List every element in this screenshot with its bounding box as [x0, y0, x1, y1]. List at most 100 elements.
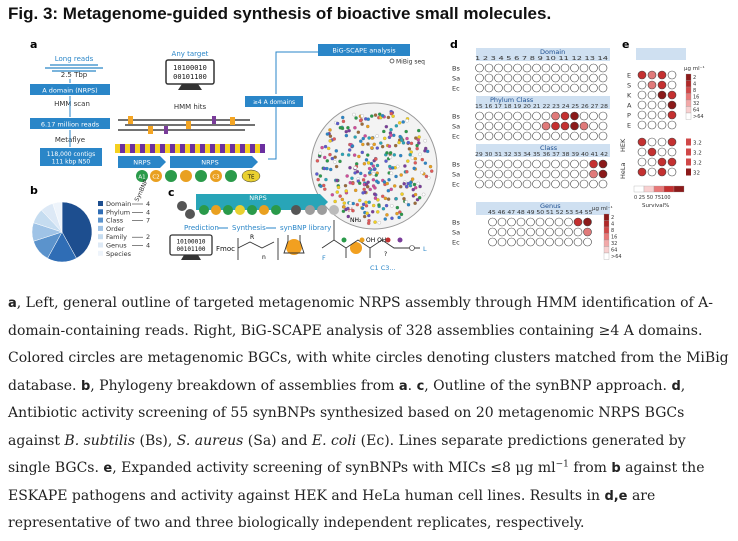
network-node [384, 203, 389, 208]
network-dots [315, 109, 434, 225]
network-node [413, 186, 418, 190]
network-node [360, 206, 365, 210]
network-node [374, 173, 378, 177]
network-node [335, 178, 339, 183]
network-node [374, 157, 378, 161]
binary-c2: 00101100 [177, 246, 206, 253]
network-node [386, 115, 391, 120]
network-node [373, 113, 378, 117]
network-node [328, 139, 332, 143]
survival-label: Survival% [642, 203, 669, 209]
network-node [371, 164, 376, 168]
e-row-label: S [627, 82, 631, 90]
caption-bs-abbr: (Bs), [135, 432, 177, 449]
e-well [667, 120, 677, 130]
activity-well [560, 179, 570, 189]
mibig-text: MiBig seq [396, 59, 425, 66]
activity-well [494, 179, 503, 189]
network-node [375, 163, 380, 168]
cell-swatch [686, 168, 691, 176]
network-node [385, 181, 389, 186]
e-well [657, 70, 667, 80]
activity-well [494, 169, 503, 179]
network-node [362, 214, 367, 219]
network-node [352, 112, 356, 117]
network-node [348, 165, 352, 170]
product-structure [321, 220, 420, 258]
network-node [361, 202, 366, 207]
network-node [341, 209, 346, 214]
network-node [351, 208, 355, 213]
nrps-label-2: NRPS [201, 159, 218, 167]
legend-label: Order [106, 225, 125, 233]
network-node [428, 164, 433, 169]
activity-well [598, 159, 608, 169]
network-node [382, 129, 386, 134]
legend-count: 4 [146, 200, 150, 208]
activity-well [579, 73, 589, 83]
survival-ticks: 0 25 50 75100 [634, 195, 671, 201]
e-header-bg [636, 48, 686, 60]
network-node [384, 124, 389, 129]
caption-sa: S. aureus [176, 432, 244, 449]
scale-label: 4 [611, 222, 614, 228]
network-node [399, 184, 403, 189]
network-node [389, 128, 393, 132]
network-node [342, 201, 347, 205]
network-node [388, 155, 393, 159]
network-node [343, 183, 348, 188]
activity-well [541, 83, 551, 93]
activity-well [475, 73, 484, 83]
e-scale-swatch [685, 99, 692, 107]
network-node [405, 170, 409, 174]
panel-c-label: c [168, 186, 175, 199]
network-node [329, 167, 333, 172]
row-label: Ec [452, 85, 460, 93]
network-node [371, 203, 376, 208]
e-unit: μg ml⁻¹ [684, 65, 705, 72]
network-node [358, 198, 362, 203]
network-node [320, 145, 324, 150]
oh-label: OH OH [366, 237, 386, 244]
network-node [365, 211, 369, 215]
h-label: H [348, 206, 353, 214]
e-well [647, 100, 657, 110]
network-node [358, 118, 363, 123]
network-node [387, 178, 391, 182]
caption-d-text: , Antibiotic activity screening of 55 sy… [8, 377, 686, 449]
block-header: Class [540, 144, 558, 152]
activity-well [579, 131, 589, 141]
cell-well [667, 137, 677, 147]
network-node [330, 193, 335, 197]
network-node [361, 191, 365, 195]
library-flask-icon [283, 235, 305, 254]
e-scale-label: 4 [693, 82, 696, 88]
activity-well [598, 111, 608, 121]
legend-swatch [98, 225, 103, 231]
e-well [647, 90, 657, 100]
e-row-label: P [627, 112, 631, 120]
activity-well [503, 111, 513, 121]
any-target-text: Any target [172, 50, 209, 58]
e-well [657, 120, 667, 130]
survival-swatch [673, 185, 685, 193]
phylogeny-pie [31, 201, 93, 263]
network-node [389, 133, 393, 137]
activity-well [494, 159, 503, 169]
network-node [381, 207, 386, 211]
cell-well [657, 157, 667, 167]
activity-well [522, 111, 532, 121]
network-node [359, 139, 363, 143]
network-node [315, 159, 320, 163]
network-node [340, 152, 345, 157]
e-well [667, 100, 677, 110]
network-node [417, 128, 421, 133]
pie-slice [61, 201, 93, 259]
activity-well [551, 73, 560, 83]
network-node [342, 205, 346, 209]
activity-well [545, 237, 554, 247]
network-node [377, 220, 381, 225]
cell-line-label: HEK [619, 138, 627, 152]
activity-well [551, 159, 560, 169]
